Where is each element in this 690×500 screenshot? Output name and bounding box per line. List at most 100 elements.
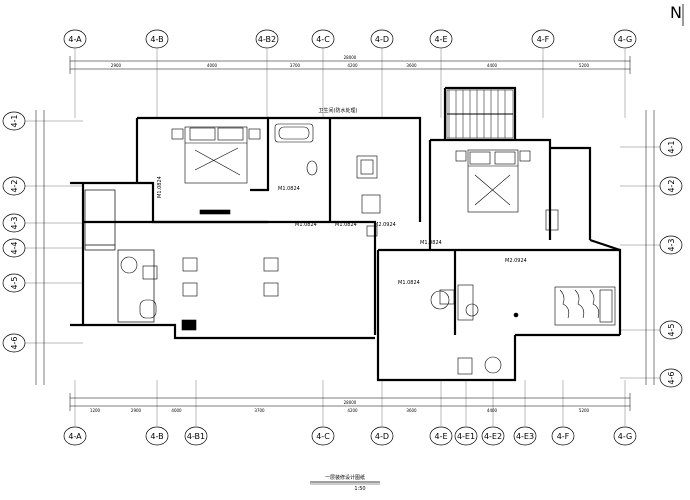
label-bath-note: 卫生间(防水处理): [319, 107, 358, 114]
dim-bottom-seg-2: 4000: [171, 408, 182, 413]
axis-bubble-bottom-8-label: 4-E3: [516, 432, 534, 441]
axis-bubble-right-3: 4-5: [659, 320, 683, 340]
dim-bottom-total: 28000: [344, 400, 357, 405]
axis-bubble-top-4-label: 4-D: [375, 35, 389, 44]
axis-bubble-bottom-2: 4-B1: [184, 426, 208, 446]
dimension-chain-left: [35, 110, 45, 385]
dim-bottom-seg-5: 3600: [406, 408, 417, 413]
axis-bubble-bottom-6-label: 4-E1: [457, 432, 475, 441]
axis-bubble-bottom-5-label: 4-E: [434, 432, 447, 441]
staircase: [446, 89, 514, 139]
label-door-m4: M2.0924: [374, 222, 396, 228]
axis-bubble-bottom-0: 4-A: [63, 426, 87, 446]
axis-bubble-top-1-label: 4-B: [150, 35, 163, 44]
bed-upper-left: [171, 126, 261, 215]
axis-bubble-top-1: 4-B: [145, 29, 169, 49]
axis-bubble-top-2: 4-B2: [255, 29, 279, 49]
axis-bubble-bottom-4: 4-D: [370, 426, 394, 446]
dim-bottom-seg-1: 2900: [131, 408, 142, 413]
axis-bubble-bottom-0-label: 4-A: [68, 432, 82, 441]
axis-bubble-top-6: 4-F: [531, 29, 555, 49]
drawing-title: 一层装修设计图纸: [325, 474, 365, 481]
label-door-m7: M1.0824: [398, 280, 420, 286]
axis-bubble-top-5-label: 4-E: [434, 35, 447, 44]
axis-bubble-bottom-8: 4-E3: [513, 426, 537, 446]
axis-bubble-top-0: 4-A: [63, 29, 87, 49]
axis-bubble-bottom-10: 4-G: [613, 426, 637, 446]
axis-bubble-left-5-label: 4-6: [10, 336, 19, 349]
dim-bottom-seg-4: 4200: [347, 408, 358, 413]
axis-bubble-bottom-9: 4-F: [551, 426, 575, 446]
dim-top-seg-1: 4000: [207, 63, 218, 68]
dim-top-seg-3: 4200: [347, 63, 358, 68]
axis-bubble-left-3-label: 4-4: [10, 241, 19, 254]
axis-bubble-bottom-9-label: 4-F: [557, 432, 570, 441]
axis-bubble-left-1: 4-2: [2, 176, 26, 196]
axis-bubble-top-6-label: 4-F: [537, 35, 550, 44]
label-door-m5: M1.0824: [420, 240, 442, 246]
bed-right-room: [455, 149, 559, 231]
axis-bubble-bottom-3: 4-C: [311, 426, 335, 446]
north-mark: N: [670, 3, 682, 22]
dim-top-seg-6: 5200: [579, 63, 590, 68]
dim-bottom-seg-7: 5200: [579, 408, 590, 413]
axis-bubble-top-7-label: 4-G: [618, 35, 632, 44]
axis-bubble-right-0-label: 4-1: [667, 140, 676, 153]
axis-bubble-left-3: 4-4: [2, 238, 26, 258]
axis-bubble-bottom-7-label: 4-E2: [484, 432, 502, 441]
bed-lower-right: [554, 286, 616, 326]
axis-bubble-left-0-label: 4-1: [10, 114, 19, 127]
dim-top-total: 28000: [344, 55, 357, 60]
label-door-m6: M2.0924: [505, 258, 527, 264]
axis-bubble-right-2: 4-3: [659, 235, 683, 255]
axis-bubble-bottom-7: 4-E2: [481, 426, 505, 446]
axis-bubble-right-3-label: 4-5: [667, 323, 676, 336]
drawing-scale: 1:50: [354, 486, 365, 492]
axis-bubble-bottom-2-label: 4-B1: [187, 432, 205, 441]
axis-bubble-right-4-label: 4-6: [667, 371, 676, 384]
axis-bubble-bottom-6: 4-E1: [454, 426, 478, 446]
axis-bubble-bottom-10-label: 4-G: [618, 432, 632, 441]
axis-bubbles-right: 4-1 4-2 4-3 4-5 4-6: [659, 137, 683, 388]
axis-bubble-bottom-1: 4-B: [145, 426, 169, 446]
axis-bubble-top-3: 4-C: [311, 29, 335, 49]
axis-bubble-top-0-label: 4-A: [68, 35, 82, 44]
axis-grid-lines: [24, 49, 660, 426]
dim-bottom-seg-6: 4400: [487, 408, 498, 413]
axis-bubble-right-0: 4-1: [659, 137, 683, 157]
axis-bubble-right-1-label: 4-2: [667, 179, 676, 192]
axis-bubble-left-0: 4-1: [2, 111, 26, 131]
axis-bubbles-left: 4-1 4-2 4-3 4-4 4-5 4-6: [2, 111, 26, 353]
axis-bubbles-top: 4-A 4-B 4-B2 4-C 4-D 4-E 4-F 4-G: [63, 29, 637, 49]
dim-top-seg-4: 3600: [406, 63, 417, 68]
axis-bubble-bottom-3-label: 4-C: [316, 432, 330, 441]
axis-bubbles-bottom: 4-A 4-B 4-B1 4-C 4-D 4-E 4-E1 4-E2 4-E3 4-F 4-G: [63, 426, 637, 446]
axis-bubble-left-4: 4-5: [2, 273, 26, 293]
dimension-chain-bottom: [69, 393, 631, 411]
title-block: 一层装修设计图纸 1:50: [310, 474, 380, 492]
label-door-m8: M1.0824: [157, 176, 163, 198]
dim-top-seg-2: 3700: [290, 63, 301, 68]
axis-bubble-left-5: 4-6: [2, 333, 26, 353]
axis-bubble-left-2-label: 4-3: [10, 216, 19, 229]
axis-bubble-left-4-label: 4-5: [10, 276, 19, 289]
axis-bubble-top-2-label: 4-B2: [258, 35, 276, 44]
dim-bottom-seg-3: 3700: [254, 408, 265, 413]
axis-bubble-right-1: 4-2: [659, 176, 683, 196]
axis-bubble-bottom-5: 4-E: [429, 426, 453, 446]
axis-bubble-right-2-label: 4-3: [667, 238, 676, 251]
label-door-m3: M1.0824: [335, 222, 357, 228]
bathroom-fixtures: [274, 123, 381, 237]
terrace-outline: [84, 189, 155, 323]
dimension-chain-right: [645, 110, 655, 385]
axis-bubble-left-2: 4-3: [2, 213, 26, 233]
axis-bubble-top-7: 4-G: [613, 29, 637, 49]
dim-bottom-seg-0: 1200: [90, 408, 101, 413]
walls: [70, 86, 622, 382]
dim-top-seg-0: 2900: [111, 63, 122, 68]
axis-bubble-bottom-1-label: 4-B: [150, 432, 163, 441]
dim-top-seg-5: 4400: [487, 63, 498, 68]
axis-bubble-top-5: 4-E: [429, 29, 453, 49]
axis-bubble-left-1-label: 4-2: [10, 179, 19, 192]
